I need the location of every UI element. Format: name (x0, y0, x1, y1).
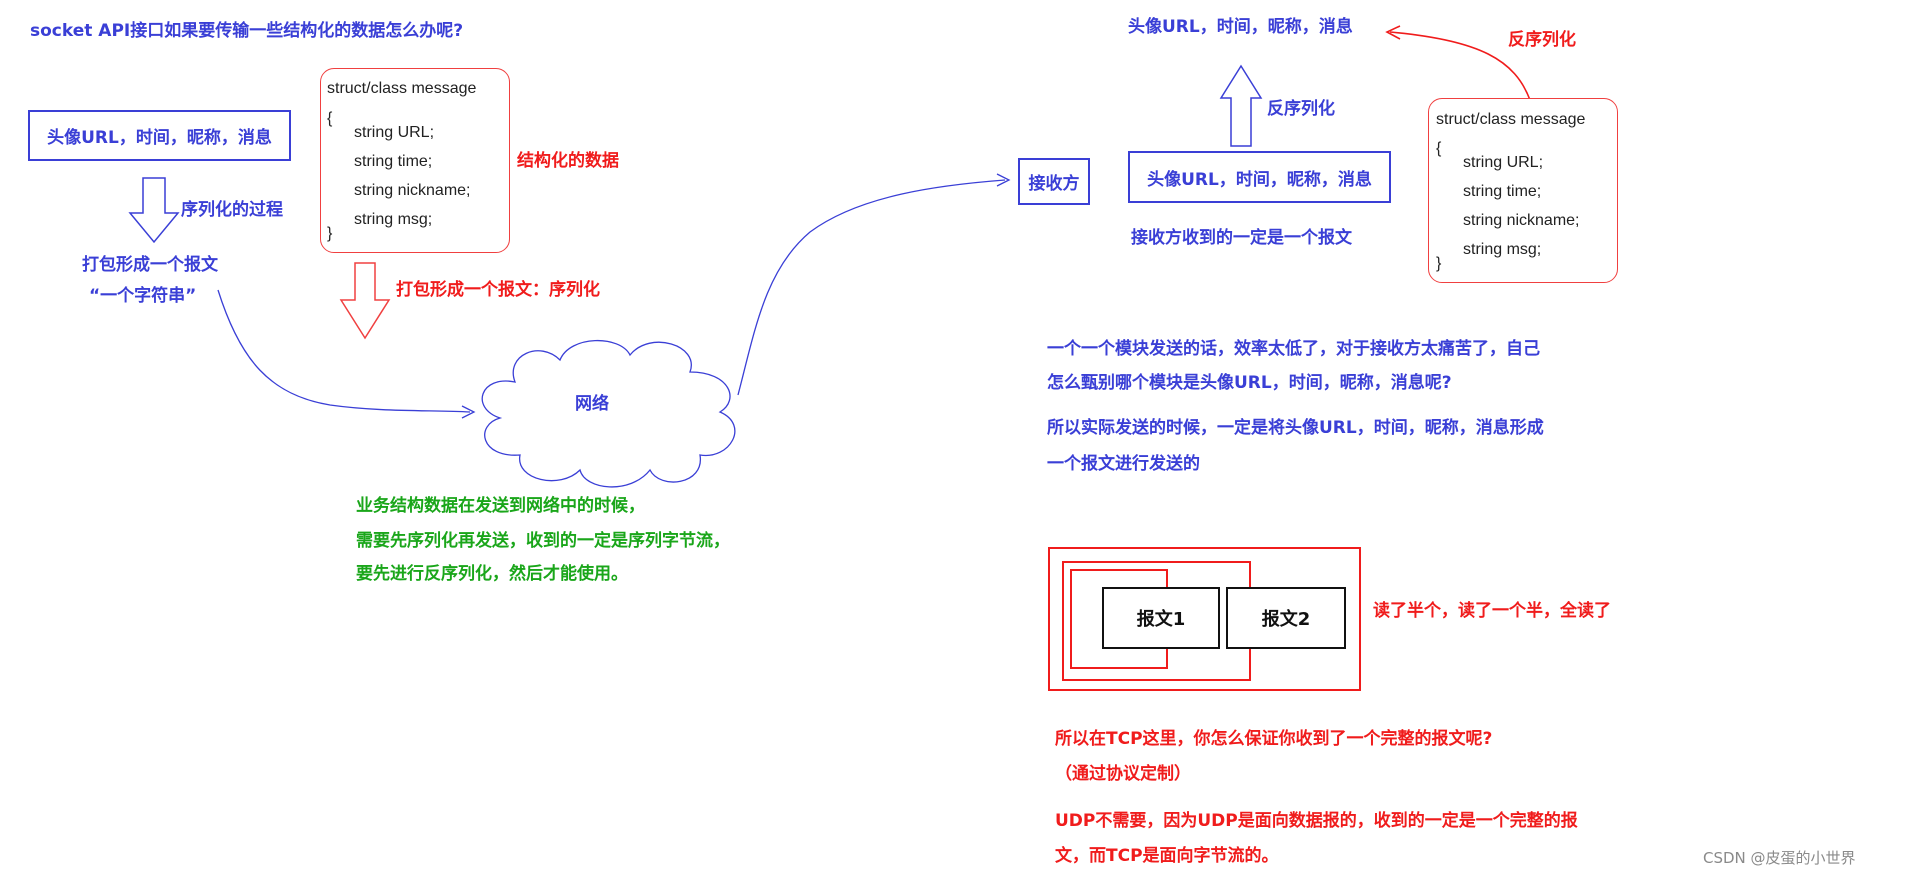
receiver-note: 接收方收到的一定是一个报文 (1131, 228, 1352, 248)
deserialize-red-label: 反序列化 (1508, 30, 1576, 50)
receiver-struct-title: struct/class message (1436, 111, 1586, 128)
sender-struct-field: string time; (354, 153, 433, 170)
receiver-struct-field: string URL; (1463, 154, 1544, 171)
green-note-line: 需要先序列化再发送，收到的一定是序列字节流， (356, 531, 730, 551)
pack-serialize-label: 打包形成一个报文：序列化 (396, 280, 600, 300)
udp-note-line: 文，而TCP是面向字节流的。 (1055, 846, 1279, 866)
tcp-question: 所以在TCP这里，你怎么保证你收到了一个完整的报文呢? (1055, 729, 1493, 749)
sender-struct-field: string URL; (354, 124, 435, 141)
receiver-struct-field: string msg; (1463, 241, 1542, 258)
explanation-line: 所以实际发送的时候，一定是将头像URL，时间，昵称，消息形成 (1047, 418, 1544, 438)
deserialize-curve (1389, 31, 1531, 101)
structured-data-label: 结构化的数据 (517, 151, 619, 171)
sender-struct-title: struct/class message (327, 80, 477, 97)
receiver-label: 接收方 (1028, 174, 1080, 194)
explanation-line: 一个报文进行发送的 (1047, 454, 1200, 474)
receiver-fields-text: 头像URL，时间，昵称，消息 (1147, 169, 1372, 190)
sender-fields-box: 头像URL，时间，昵称，消息 (28, 110, 291, 161)
sender-struct-field: string nickname; (354, 182, 471, 199)
network-cloud (481, 339, 736, 488)
receiver-struct-open: { (1436, 140, 1442, 157)
sender-fields-text: 头像URL，时间，昵称，消息 (47, 128, 272, 148)
udp-note-line: UDP不需要，因为UDP是面向数据报的，收到的一定是一个完整的报 (1055, 811, 1578, 831)
sender-struct-field: string msg; (354, 211, 433, 228)
serialize-down-arrow (128, 177, 180, 244)
packet-1-label: 报文1 (1136, 609, 1186, 630)
read-all-frame (1048, 547, 1361, 691)
receiver-struct-field: string nickname; (1463, 212, 1580, 229)
packet-2: 报文2 (1226, 587, 1346, 649)
green-note-line: 要先进行反序列化，然后才能使用。 (356, 564, 628, 584)
pack-down-arrow (339, 262, 391, 340)
sender-struct-box (320, 68, 510, 253)
receiver-fields-box: 头像URL，时间，昵称，消息 (1128, 151, 1391, 203)
receiver-struct-close: } (1436, 255, 1442, 272)
sender-to-network-curve (217, 289, 471, 413)
network-label: 网络 (575, 394, 609, 414)
sender-struct-open: { (327, 110, 333, 127)
sender-struct-close: } (327, 225, 333, 242)
packet-1: 报文1 (1102, 587, 1220, 649)
protocol-note: （通过协议定制） (1055, 764, 1191, 784)
pack-message-label: 打包形成一个报文 (82, 255, 218, 275)
serialize-process-label: 序列化的过程 (181, 200, 283, 220)
explanation-line: 怎么甄别哪个模块是头像URL，时间，昵称，消息呢? (1047, 373, 1452, 393)
one-string-label: “一个字符串” (89, 286, 197, 306)
deserialize-blue-label: 反序列化 (1267, 99, 1335, 119)
network-to-receiver-curve (737, 179, 1006, 396)
deserialized-fields-label: 头像URL，时间，昵称，消息 (1128, 17, 1353, 37)
receiver-struct-field: string time; (1463, 183, 1542, 200)
deserialize-up-arrow (1219, 64, 1263, 147)
page-heading: socket API接口如果要传输一些结构化的数据怎么办呢? (30, 21, 464, 41)
green-note-line: 业务结构数据在发送到网络中的时候， (356, 496, 645, 516)
packet-2-label: 报文2 (1261, 609, 1311, 630)
read-note: 读了半个，读了一个半，全读了 (1373, 601, 1611, 621)
receiver-box: 接收方 (1018, 158, 1090, 205)
explanation-line: 一个一个模块发送的话，效率太低了，对于接收方太痛苦了，自己 (1047, 339, 1540, 359)
receiver-struct-box (1428, 98, 1618, 283)
csdn-watermark: CSDN @皮蛋的小世界 (1703, 849, 1856, 867)
